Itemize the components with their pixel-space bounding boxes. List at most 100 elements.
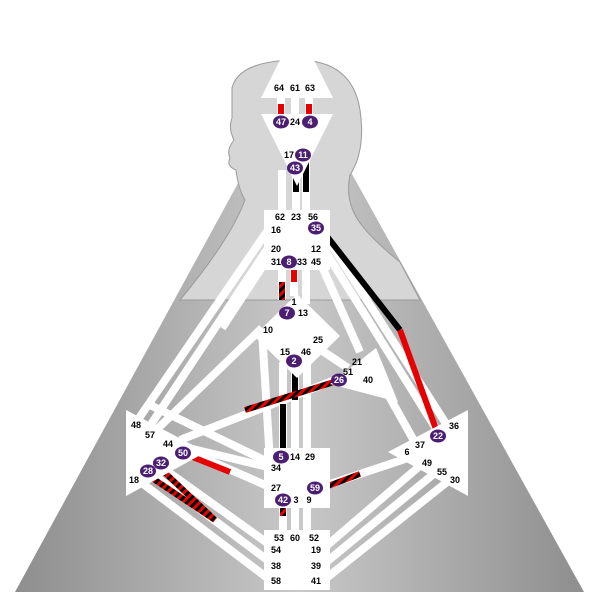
gate-32: 32: [153, 456, 169, 470]
gate-24-label: 24: [290, 117, 300, 127]
gate-29-label: 29: [305, 452, 315, 462]
gate-64: 64: [274, 83, 284, 93]
gate-61: 61: [290, 83, 300, 93]
gate-34: 34: [271, 463, 281, 473]
gate-40: 40: [363, 375, 373, 385]
gate-30-label: 30: [450, 475, 460, 485]
channel-20-10: [218, 249, 276, 331]
gate-16: 16: [271, 225, 281, 235]
gate-62-label: 62: [275, 212, 285, 222]
gate-18-label: 18: [129, 475, 139, 485]
channel-30-41: [321, 474, 455, 584]
gate-57-label: 57: [145, 430, 155, 440]
gate-28: 28: [140, 464, 156, 478]
gate-41-label: 41: [311, 576, 321, 586]
gate-43: 43: [287, 161, 303, 175]
gate-24: 24: [290, 117, 300, 127]
gate-7: 7: [279, 306, 295, 320]
gate-7-label: 7: [284, 308, 289, 318]
gate-56-label: 56: [308, 212, 318, 222]
gate-13: 13: [298, 308, 308, 318]
gate-35-label: 35: [311, 223, 321, 233]
gate-21-label: 21: [352, 357, 362, 367]
gate-42-marker: [275, 493, 291, 507]
gate-6-label: 6: [404, 447, 409, 457]
gate-58-label: 58: [271, 576, 281, 586]
gate-63-label: 63: [305, 83, 315, 93]
gate-20: 20: [271, 244, 281, 254]
gate-2-label: 2: [291, 356, 296, 366]
gate-6: 6: [404, 447, 409, 457]
gate-55: 55: [437, 467, 447, 477]
gate-30: 30: [450, 475, 460, 485]
gate-49: 49: [422, 458, 432, 468]
channel-49-19: [321, 460, 425, 552]
activation-26: [244, 379, 335, 413]
channel-20-57: [142, 245, 272, 435]
gate-5-marker: [273, 450, 289, 464]
gate-19-label: 19: [311, 545, 321, 555]
gate-17: 17: [284, 150, 294, 160]
gate-11: 11: [295, 148, 311, 162]
gate-35: 35: [308, 221, 324, 235]
gate-60: 60: [290, 533, 300, 543]
gate-32-label: 32: [156, 458, 166, 468]
centers: [126, 26, 468, 590]
gate-14: 14: [290, 452, 300, 462]
gate-41: 41: [311, 576, 321, 586]
gate-1-label: 1: [291, 297, 296, 307]
activation-35-black: [319, 228, 403, 332]
gate-50-marker: [175, 446, 191, 460]
gate-52: 52: [309, 533, 319, 543]
gate-38-label: 38: [271, 561, 281, 571]
channel-16-48: [131, 227, 272, 427]
gate-8: 8: [281, 255, 297, 269]
channel-10-34: [258, 329, 274, 463]
activation-35-red: [397, 328, 440, 434]
gate-56: 56: [308, 212, 318, 222]
gate-64-label: 64: [274, 83, 284, 93]
gate-59-label: 59: [310, 483, 320, 493]
gate-12-label: 12: [311, 244, 321, 254]
gate-57: 57: [145, 430, 155, 440]
gate-15-label: 15: [280, 347, 290, 357]
gate-28-label: 28: [143, 466, 153, 476]
gate-5: 5: [273, 450, 289, 464]
gate-19: 19: [311, 545, 321, 555]
gate-48: 48: [131, 420, 141, 430]
channel-45-21: [316, 260, 364, 354]
gate-3-label: 3: [293, 495, 298, 505]
gate-51-label: 51: [343, 367, 353, 377]
gate-29: 29: [305, 452, 315, 462]
gate-2-marker: [286, 354, 302, 368]
gate-26-label: 26: [334, 375, 344, 385]
gate-42: 42: [275, 493, 291, 507]
gate-25-label: 25: [313, 335, 323, 345]
gate-47: 47: [273, 115, 289, 129]
gate-62: 62: [275, 212, 285, 222]
gate-2: 2: [286, 354, 302, 368]
gate-42-label: 42: [278, 495, 288, 505]
gate-45-label: 45: [311, 257, 321, 267]
solar-plexus-center: [388, 410, 468, 496]
gate-48-label: 48: [131, 420, 141, 430]
channel-18-58: [135, 476, 273, 584]
gate-8-marker: [281, 255, 297, 269]
gate-50: 50: [175, 446, 191, 460]
gate-49-label: 49: [422, 458, 432, 468]
gate-25: 25: [313, 335, 323, 345]
gate-10: 10: [263, 325, 273, 335]
gate-59: 59: [307, 481, 323, 495]
gate-33: 33: [297, 257, 307, 267]
ego-center: [330, 348, 398, 402]
gate-40-label: 40: [363, 375, 373, 385]
gate-4-label: 4: [307, 117, 312, 127]
gate-37-label: 37: [415, 440, 425, 450]
gate-36-label: 36: [449, 421, 459, 431]
root-center: [264, 530, 330, 590]
gate-31: 31: [271, 257, 281, 267]
gate-13-label: 13: [298, 308, 308, 318]
gate-54: 54: [271, 545, 281, 555]
